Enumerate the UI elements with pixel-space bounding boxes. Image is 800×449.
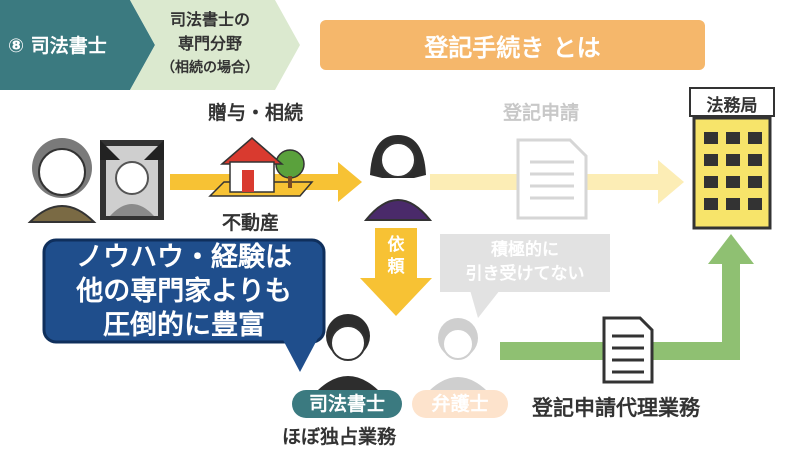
house-icon — [208, 137, 314, 197]
field-label: 司法書士の 専門分野 （相続の場合） — [150, 8, 270, 80]
gray-note-line1: 積極的に — [491, 240, 559, 260]
agency-document-icon — [602, 316, 654, 384]
field-line1: 司法書士の — [169, 10, 250, 29]
declines-note-bubble — [440, 234, 610, 318]
request-char2: 頼 — [387, 257, 405, 277]
gray-note-line2: 引き受けてない — [465, 264, 585, 284]
registration-arrow-head — [658, 160, 684, 204]
application-document-icon — [516, 138, 588, 220]
registration-application-label: 登記申請 — [503, 102, 580, 124]
request-label: 依 頼 — [375, 234, 417, 278]
expertise-text: ノウハウ・経験は 他の専門家よりも 圧倒的に豊富 — [44, 241, 324, 343]
grandfather-icon — [27, 138, 97, 223]
field-line3: （相続の場合） — [161, 60, 259, 76]
declines-note-text: 積極的に 引き受けてない — [440, 238, 610, 286]
bubble-line2: 他の専門家よりも — [76, 276, 292, 307]
near-monopoly-label: ほぼ独占業務 — [282, 426, 397, 448]
lawyer-badge: 弁護士 — [412, 390, 508, 418]
real-estate-label: 不動産 — [222, 212, 280, 234]
section-tag — [0, 0, 155, 90]
section-label: ⑧ 司法書士 — [8, 35, 107, 57]
title-banner — [320, 20, 705, 70]
gift-inheritance-label: 贈与・相続 — [208, 102, 304, 124]
request-arrow-head — [360, 278, 432, 316]
request-arrow-shaft — [375, 228, 417, 280]
transfer-arrow-head — [338, 162, 362, 202]
judicial-scrivener-badge: 司法書士 — [292, 390, 402, 418]
portrait-icon — [100, 140, 164, 220]
expertise-bubble — [42, 238, 326, 372]
agency-path-vertical — [722, 262, 740, 360]
request-char1: 依 — [387, 235, 405, 255]
judicial-scrivener-icon — [318, 314, 378, 390]
field-line2: 専門分野 — [177, 34, 242, 53]
heir-woman-icon — [363, 135, 433, 221]
bureau-label: 法務局 — [706, 96, 758, 116]
lawyer-icon — [430, 318, 486, 390]
header-tags — [0, 0, 705, 90]
page-title: 登記手続き とは — [424, 34, 601, 62]
bureau-building-icon — [689, 87, 775, 230]
agency-path-head — [708, 234, 754, 264]
bubble-line3: 圧倒的に豊富 — [103, 310, 265, 341]
agency-service-label: 登記申請代理業務 — [532, 396, 700, 420]
bubble-line1: ノウハウ・経験は — [76, 242, 292, 273]
field-tag — [130, 0, 300, 90]
